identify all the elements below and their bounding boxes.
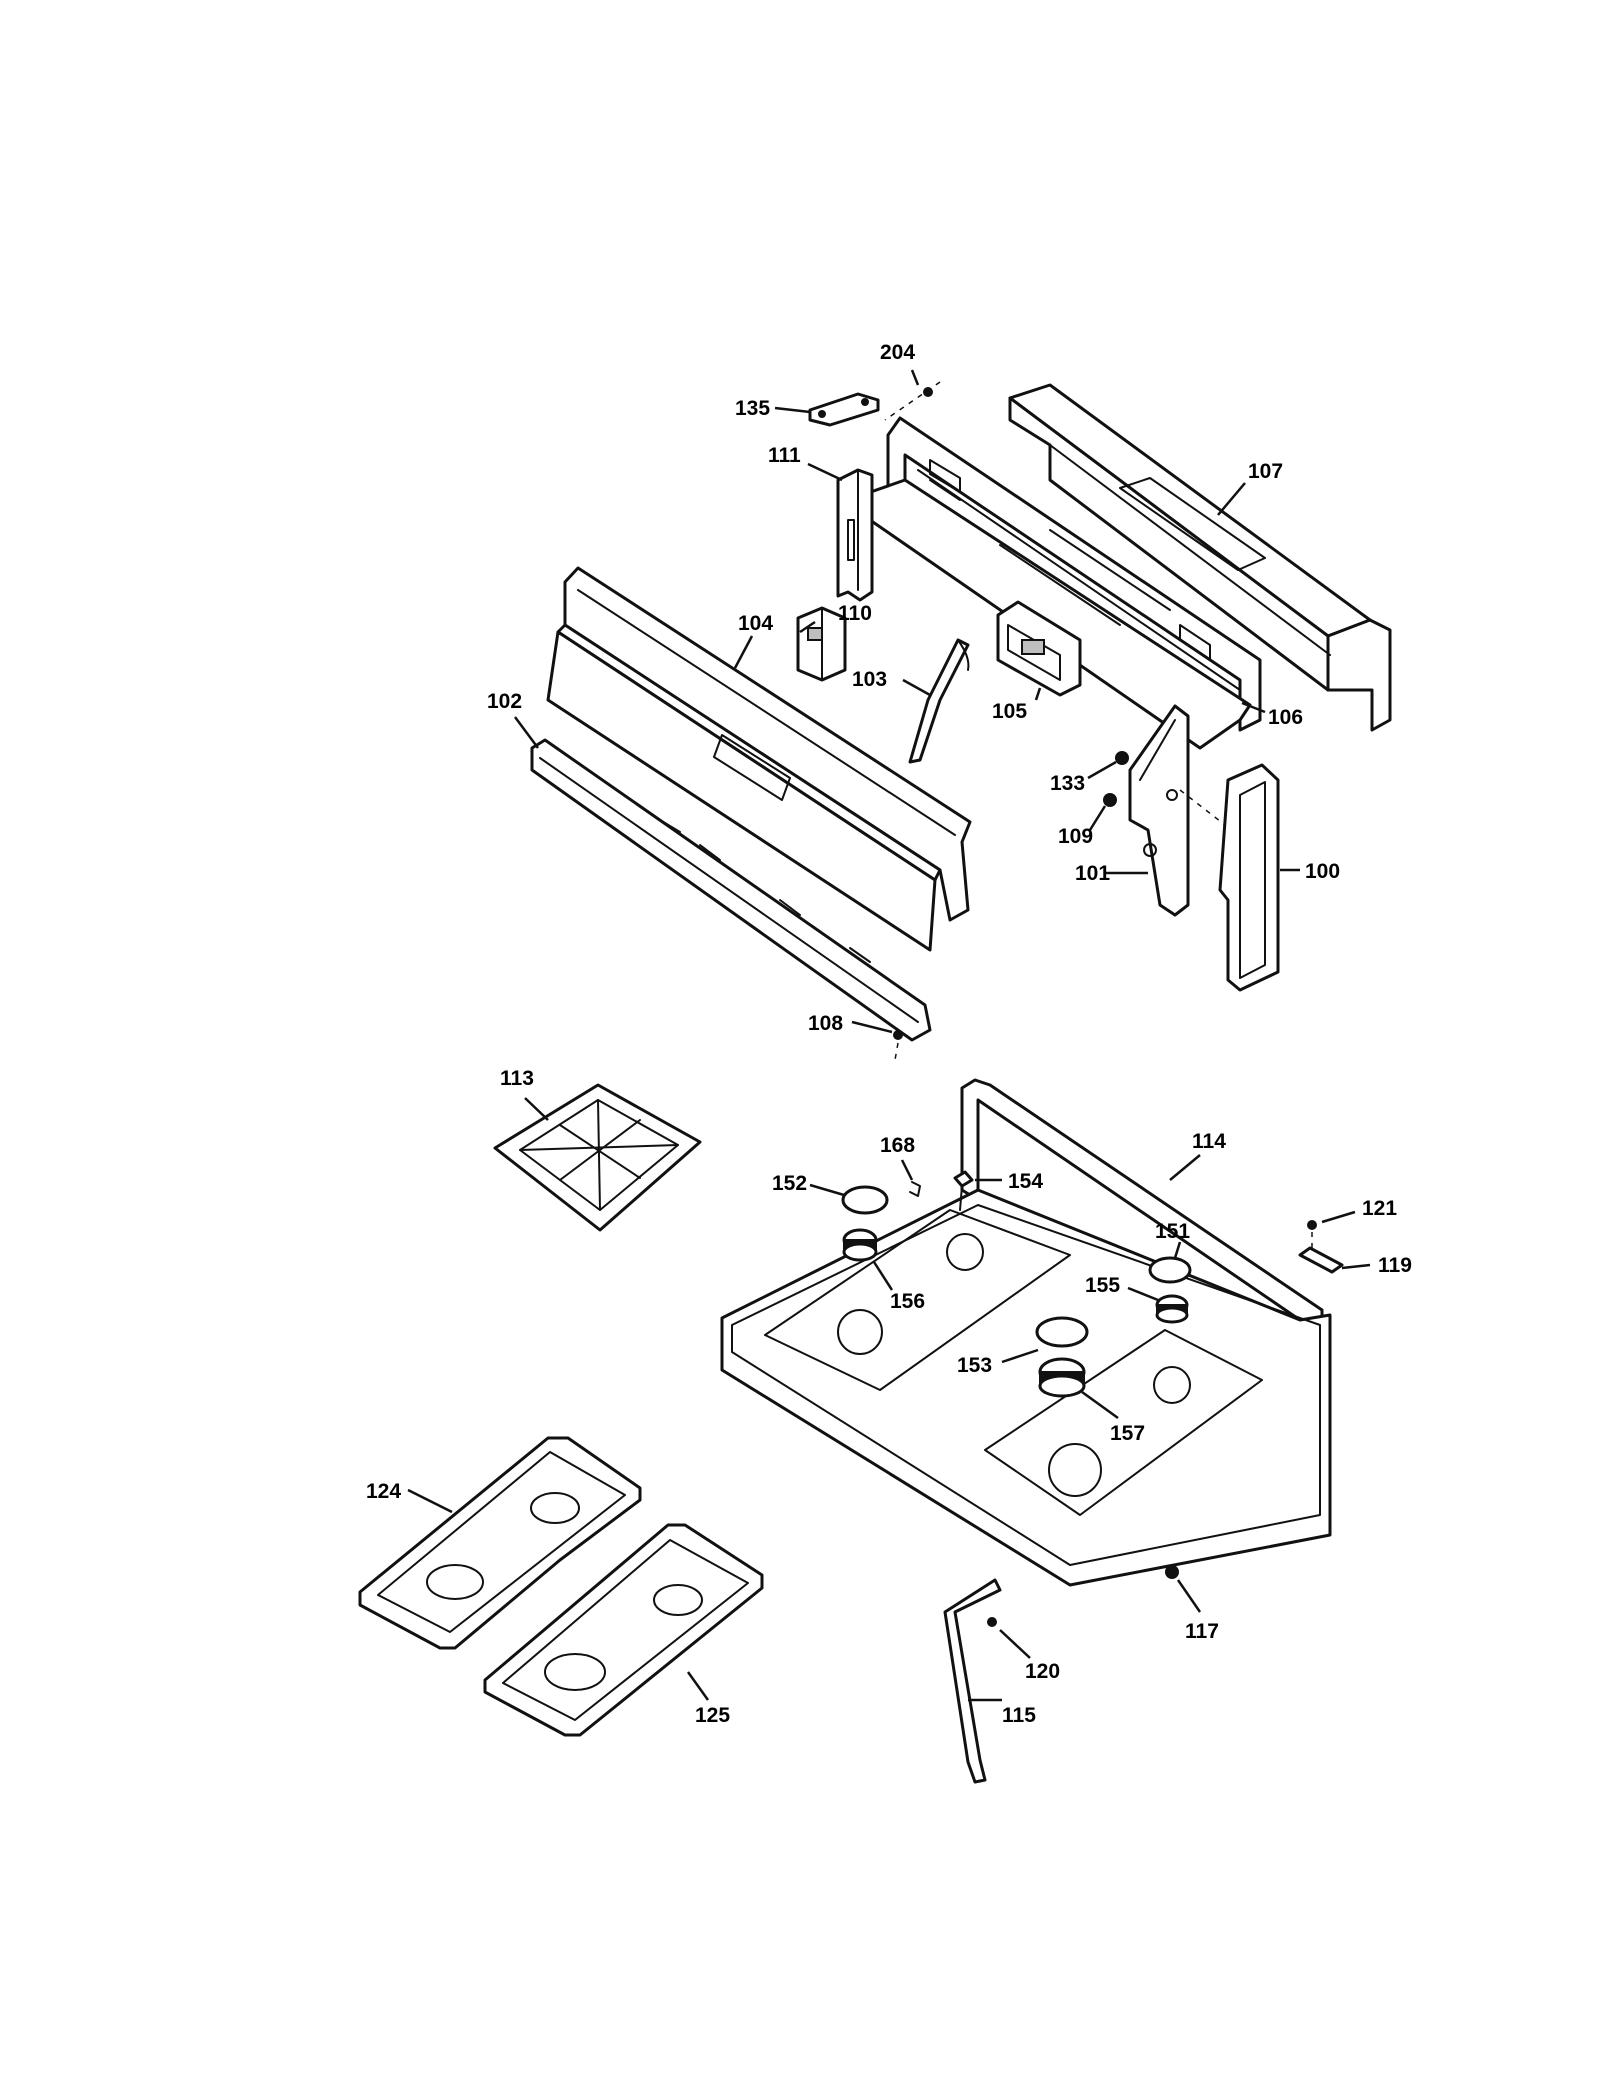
label-121: 121 (1362, 1197, 1397, 1220)
label-135: 135 (735, 397, 770, 420)
part-105-clock (996, 600, 1082, 697)
label-106: 106 (1268, 706, 1303, 729)
part-156-burner-head (842, 1228, 878, 1262)
part-152-burner-cap (841, 1185, 889, 1215)
label-117: 117 (1185, 1620, 1219, 1643)
part-133-fastener (1115, 751, 1129, 765)
part-151-burner-cap (1148, 1256, 1192, 1284)
part-100-end-cap (1218, 763, 1280, 992)
part-119-bracket (1298, 1246, 1344, 1274)
label-156: 156 (890, 1290, 925, 1313)
part-104-control-panel (546, 566, 972, 952)
part-106-backguard-frame (860, 416, 1262, 750)
label-105: 105 (992, 700, 1027, 723)
leader-lines (407, 369, 1371, 1702)
label-113: 113 (500, 1067, 534, 1090)
label-101: 101 (1075, 862, 1110, 885)
part-121-screw (1307, 1220, 1317, 1248)
label-155: 155 (1085, 1274, 1120, 1297)
part-154-electrode (953, 1170, 974, 1211)
part-103-wire-harness (908, 638, 970, 764)
label-109: 109 (1058, 825, 1093, 848)
label-103: 103 (852, 668, 887, 691)
part-labels: 204 135 111 107 110 104 103 102 105 106 … (366, 341, 1412, 1727)
part-113-grate (493, 1083, 702, 1232)
label-153: 153 (957, 1354, 992, 1377)
part-168-clip (909, 1181, 921, 1197)
label-204: 204 (880, 341, 915, 364)
part-135-bracket (808, 392, 880, 427)
label-119: 119 (1378, 1254, 1412, 1277)
label-115: 115 (1002, 1704, 1036, 1727)
label-111: 111 (768, 444, 801, 467)
label-157: 157 (1110, 1422, 1145, 1445)
label-152: 152 (772, 1172, 807, 1195)
part-204-screw (884, 381, 941, 421)
label-102: 102 (487, 690, 522, 713)
part-125-drip-pan (483, 1523, 764, 1737)
part-111-bracket (836, 468, 874, 602)
part-101-side-bracket (1128, 704, 1190, 917)
part-109-fastener (1103, 789, 1226, 826)
part-107-top-cover (1008, 383, 1392, 732)
label-168: 168 (880, 1134, 915, 1157)
label-108: 108 (808, 1012, 843, 1035)
part-157-burner-head (1038, 1357, 1086, 1398)
part-124-drip-pan (358, 1436, 642, 1650)
label-114: 114 (1192, 1130, 1226, 1153)
label-125: 125 (695, 1704, 730, 1727)
part-117-nut (1165, 1565, 1179, 1579)
part-120-screw (987, 1617, 997, 1627)
part-155-burner-head (1155, 1294, 1189, 1324)
label-110: 110 (838, 602, 872, 625)
part-114-cooktop (720, 1078, 1332, 1587)
part-102-trim-strip (530, 738, 932, 1042)
label-104: 104 (738, 612, 773, 635)
label-154: 154 (1008, 1170, 1043, 1193)
label-107: 107 (1248, 460, 1283, 483)
part-153-burner-cap (1035, 1316, 1089, 1348)
label-120: 120 (1025, 1660, 1060, 1683)
label-124: 124 (366, 1480, 401, 1503)
label-151: 151 (1155, 1220, 1190, 1243)
part-108-screw (893, 1030, 903, 1061)
label-100: 100 (1305, 860, 1340, 883)
part-115-rod (943, 1578, 1002, 1784)
label-133: 133 (1050, 772, 1085, 795)
